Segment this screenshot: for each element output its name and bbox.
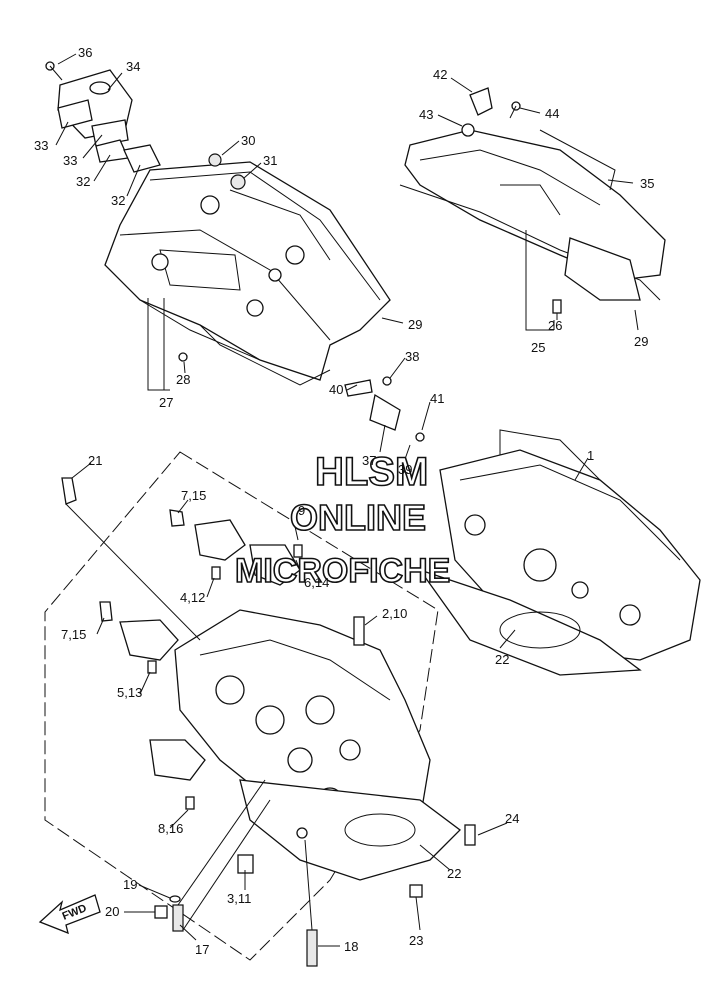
callout-38: 38 — [405, 349, 419, 364]
callout-23: 23 — [409, 933, 423, 948]
watermark-line2: ONLINE — [290, 497, 426, 538]
callout-21: 21 — [88, 453, 102, 468]
callout-22-upper: 22 — [495, 652, 509, 667]
callout-20: 20 — [105, 904, 119, 919]
callout-35: 35 — [640, 176, 654, 191]
callout-22-lower: 22 — [447, 866, 461, 881]
callout-2-10: 2,10 — [382, 606, 407, 621]
callout-42: 42 — [433, 67, 447, 82]
callout-18: 18 — [344, 939, 358, 954]
callout-43: 43 — [419, 107, 433, 122]
callout-29-right: 29 — [634, 334, 648, 349]
callout-7-15-upper: 7,15 — [181, 488, 206, 503]
rear-cylinder-head — [61, 477, 476, 967]
callout-25: 25 — [531, 340, 545, 355]
callout-36: 36 — [78, 45, 92, 60]
callout-9: 9 — [298, 503, 305, 518]
callout-8-16: 8,16 — [158, 821, 183, 836]
callout-3-11: 3,11 — [227, 891, 251, 906]
callout-28: 28 — [176, 372, 190, 387]
callout-39: 39 — [398, 462, 412, 477]
callout-1: 1 — [587, 448, 594, 463]
front-cylinder-head — [344, 376, 701, 676]
callout-33-upper: 33 — [34, 138, 48, 153]
callout-7-15-lower: 7,15 — [61, 627, 86, 642]
callout-44: 44 — [545, 106, 559, 121]
leader-lines — [55, 53, 639, 947]
watermark-line1: HLSM — [315, 450, 428, 494]
assembly-boundary — [44, 451, 439, 961]
callout-32-upper: 32 — [76, 174, 90, 189]
callout-41: 41 — [430, 391, 444, 406]
callout-33-lower: 33 — [63, 153, 77, 168]
callout-26: 26 — [548, 318, 562, 333]
callout-31: 31 — [263, 153, 277, 168]
callout-37: 37 — [362, 453, 376, 468]
fwd-arrow-badge: FWD — [38, 894, 101, 935]
callout-5-13: 5,13 — [117, 685, 142, 700]
callouts: 36 34 33 33 32 32 30 31 29 28 27 42 43 4… — [34, 45, 654, 957]
callout-30: 30 — [241, 133, 255, 148]
callout-19: 19 — [123, 877, 137, 892]
callout-29-left: 29 — [408, 317, 422, 332]
callout-24: 24 — [505, 811, 519, 826]
callout-6-14: 6,14 — [304, 575, 329, 590]
callout-4-12: 4,12 — [180, 590, 205, 605]
rear-cylinder-head-cover — [104, 161, 391, 386]
breather-parts — [45, 61, 246, 362]
callout-27: 27 — [159, 395, 173, 410]
callout-34: 34 — [126, 59, 140, 74]
callout-32-lower: 32 — [111, 193, 125, 208]
front-cylinder-head-cover — [399, 87, 666, 314]
watermark-line3: MICROFICHE — [235, 552, 450, 590]
callout-17: 17 — [195, 942, 209, 957]
watermark: HLSM ONLINE MICROFICHE — [234, 449, 451, 591]
callout-40: 40 — [329, 382, 343, 397]
